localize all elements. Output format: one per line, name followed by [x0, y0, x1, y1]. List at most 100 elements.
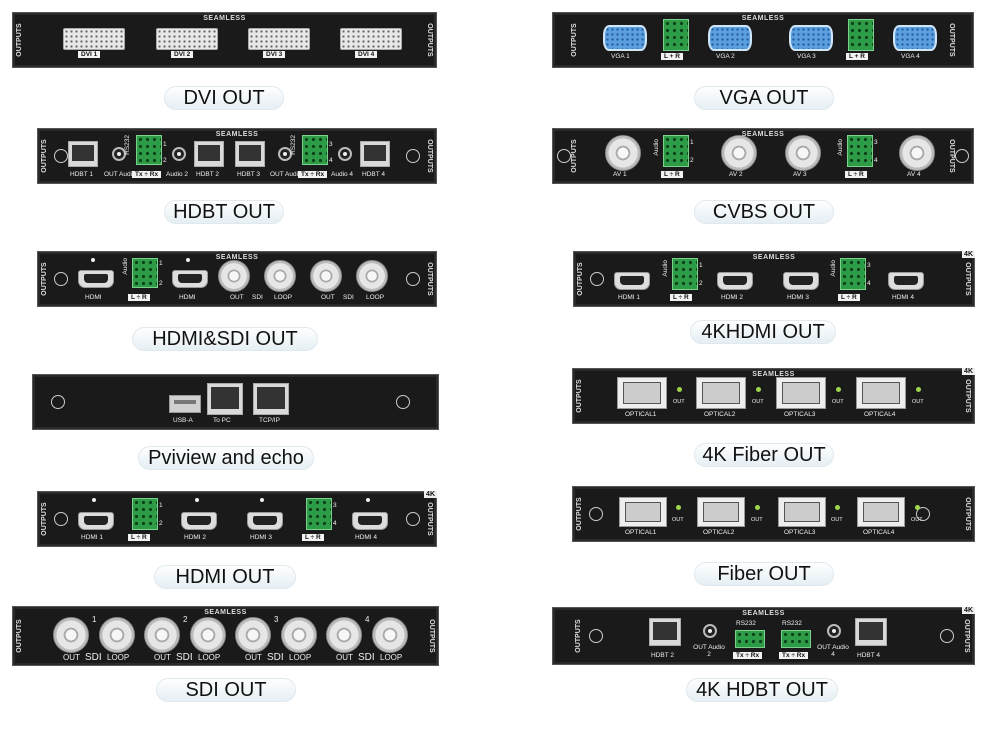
port-label: SDI — [343, 294, 354, 301]
pin-number: 2 — [690, 157, 694, 164]
port-label: OUT — [831, 517, 843, 523]
bnc-connector — [899, 135, 935, 171]
rs232-label: RS232 — [290, 135, 297, 155]
optical-port-1 — [619, 497, 667, 527]
audio-label: Audio — [122, 258, 129, 275]
seamless-label: SEAMLESS — [741, 131, 785, 138]
bnc-connector — [372, 617, 408, 653]
outputs-label: OUTPUTS — [964, 497, 971, 531]
optical-port-4 — [857, 497, 905, 527]
port-label: OPTICAL2 — [703, 529, 735, 536]
outputs-label: OUTPUTS — [16, 619, 23, 653]
port-label: OUT Audio 2 — [693, 644, 725, 658]
ring-icon — [406, 149, 420, 163]
terminal-label: L ÷ R — [302, 534, 324, 541]
ring-icon — [406, 272, 420, 286]
outputs-label: OUTPUTS — [963, 619, 970, 653]
outputs-label: OUTPUTS — [426, 502, 433, 536]
port-label: Audio 2 — [166, 171, 189, 178]
pin-number: 1 — [163, 141, 167, 148]
terminal-block — [302, 135, 328, 165]
outputs-label: OUTPUTS — [948, 139, 955, 173]
optical-port-1 — [617, 377, 667, 409]
optical-port-3 — [776, 377, 826, 409]
sdi-output-panel: SEAMLESS OUTPUTS OUTPUTS 1 2 3 4 OUT SDI… — [12, 606, 439, 666]
port-label: SDI — [267, 652, 284, 663]
pin-number: 2 — [159, 280, 163, 287]
pin-number: 4 — [867, 280, 871, 287]
bnc-connector — [356, 260, 388, 292]
outputs-label: OUTPUTS — [426, 139, 433, 173]
audio-jack — [338, 147, 352, 161]
hdmi-output-panel: 4K OUTPUTS OUTPUTS HDMI 1 L ÷ R 1 2 HDMI… — [37, 491, 437, 547]
pin-number: 3 — [274, 615, 279, 624]
vga-port-3 — [789, 25, 833, 51]
pin-number: 4 — [329, 157, 333, 164]
hdmi-port-4 — [888, 272, 924, 290]
terminal-block — [840, 258, 866, 290]
port-label: OPTICAL4 — [864, 411, 896, 418]
audio-jack — [703, 624, 717, 638]
ring-icon — [51, 395, 65, 409]
terminal-label: Tx ÷ Rx — [132, 171, 162, 178]
4k-badge: 4K — [962, 368, 975, 375]
status-led — [915, 505, 920, 510]
bnc-connector — [144, 617, 180, 653]
optical-port-4 — [856, 377, 906, 409]
port-label: OUT — [672, 517, 684, 523]
port-label: HDBT 1 — [70, 171, 93, 178]
outputs-label: OUTPUTS — [426, 23, 433, 57]
hdmi-port-1 — [78, 512, 114, 530]
port-label: LOOP — [366, 294, 385, 301]
port-label: LOOP — [289, 653, 312, 662]
port-label: HDMI 1 — [81, 534, 104, 541]
port-label: LOOP — [107, 653, 130, 662]
card-caption: CVBS OUT — [694, 200, 834, 224]
hdbt-port-4 — [360, 141, 390, 167]
seamless-label: SEAMLESS — [752, 371, 795, 378]
port-label: HDBT 2 — [651, 652, 674, 659]
optical-port-2 — [696, 377, 746, 409]
port-label: OUT Audio — [104, 171, 136, 178]
bnc-connector — [605, 135, 641, 171]
status-led — [677, 387, 682, 392]
port-label: OPTICAL3 — [784, 529, 816, 536]
dvi-port-label: DVI 3 — [263, 51, 286, 58]
port-label: OUT — [832, 399, 844, 405]
port-label: OPTICAL3 — [784, 411, 816, 418]
terminal-label: L ÷ R — [845, 171, 867, 178]
outputs-label: OUTPUTS — [576, 379, 583, 413]
outputs-label: OUTPUTS — [41, 262, 48, 296]
4k-hdbt-output-panel: 4K SEAMLESS OUTPUTS OUTPUTS HDBT 2 OUT A… — [552, 607, 975, 665]
bnc-connector — [721, 135, 757, 171]
bnc-connector — [281, 617, 317, 653]
outputs-label: OUTPUTS — [41, 502, 48, 536]
rs232-label: RS232 — [736, 620, 756, 627]
card-caption: DVI OUT — [164, 86, 284, 110]
terminal-block — [663, 135, 689, 167]
hdmi-port-2 — [717, 272, 753, 290]
pview-echo-panel: USB-A To PC TCP/IP — [32, 374, 439, 430]
card-caption: Pviview and echo — [138, 446, 314, 470]
outputs-label: OUTPUTS — [576, 497, 583, 531]
terminal-label: Tx ÷ Rx — [779, 652, 809, 659]
ring-icon — [396, 395, 410, 409]
port-label: OPTICAL1 — [625, 529, 657, 536]
dvi-port-4 — [340, 28, 402, 50]
vga-output-panel: SEAMLESS OUTPUTS OUTPUTS VGA 1 L + R VGA… — [552, 12, 974, 68]
cvbs-output-panel: SEAMLESS OUTPUTS OUTPUTS AV 1 Audio L ÷ … — [552, 128, 974, 184]
port-label: OUT — [230, 294, 244, 301]
usb-a-port — [169, 395, 201, 413]
outputs-label: OUTPUTS — [575, 619, 582, 653]
port-label: OUT Audio 4 — [817, 644, 849, 658]
ring-icon — [54, 272, 68, 286]
port-label: AV 3 — [793, 171, 807, 178]
status-dot — [186, 258, 190, 262]
hdbt-output-panel: SEAMLESS OUTPUTS OUTPUTS HDBT 1 OUT Audi… — [37, 128, 437, 184]
seamless-label: SEAMLESS — [215, 254, 259, 261]
pin-number: 2 — [159, 520, 163, 527]
ring-icon — [54, 149, 68, 163]
optical-port-2 — [697, 497, 745, 527]
port-label: TCP/IP — [259, 417, 280, 424]
hdmi-port — [172, 270, 208, 288]
